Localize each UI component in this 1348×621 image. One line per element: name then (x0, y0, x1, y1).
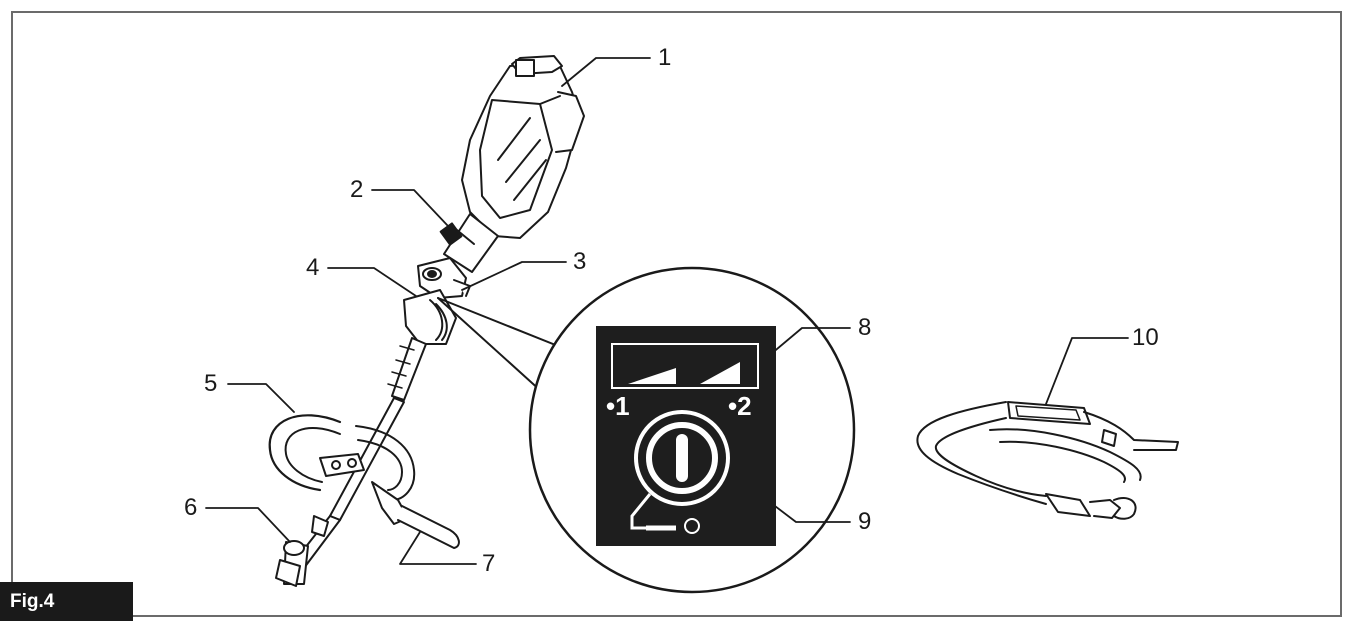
coupler-end (275, 515, 329, 587)
switch-box (403, 257, 471, 345)
battery-housing (461, 55, 585, 239)
speed-2-bar (700, 362, 740, 384)
speed-indicator-box (611, 343, 759, 389)
speed-1-bar (628, 368, 676, 384)
shoulder-strap (916, 401, 1179, 520)
speed-1-mark: •1 (606, 391, 630, 421)
speed-2-mark: •2 (728, 391, 752, 421)
control-panel: •1 •2 (596, 326, 776, 546)
callout-6: 6 (184, 494, 198, 521)
callout-10: 10 (1132, 324, 1159, 351)
callout-1: 1 (658, 44, 672, 71)
callout-4: 4 (306, 254, 320, 281)
callout-7: 7 (482, 550, 496, 577)
lever (371, 481, 460, 549)
callout-8: 8 (858, 314, 872, 341)
rear-grip (439, 213, 499, 273)
power-symbol-icon (676, 434, 688, 482)
callout-5: 5 (204, 370, 218, 397)
figure-label: Fig.4 (0, 582, 133, 621)
callout-2: 2 (350, 176, 364, 203)
callout-9: 9 (858, 508, 872, 535)
loop-handle (268, 414, 416, 501)
callout-3: 3 (573, 248, 587, 275)
